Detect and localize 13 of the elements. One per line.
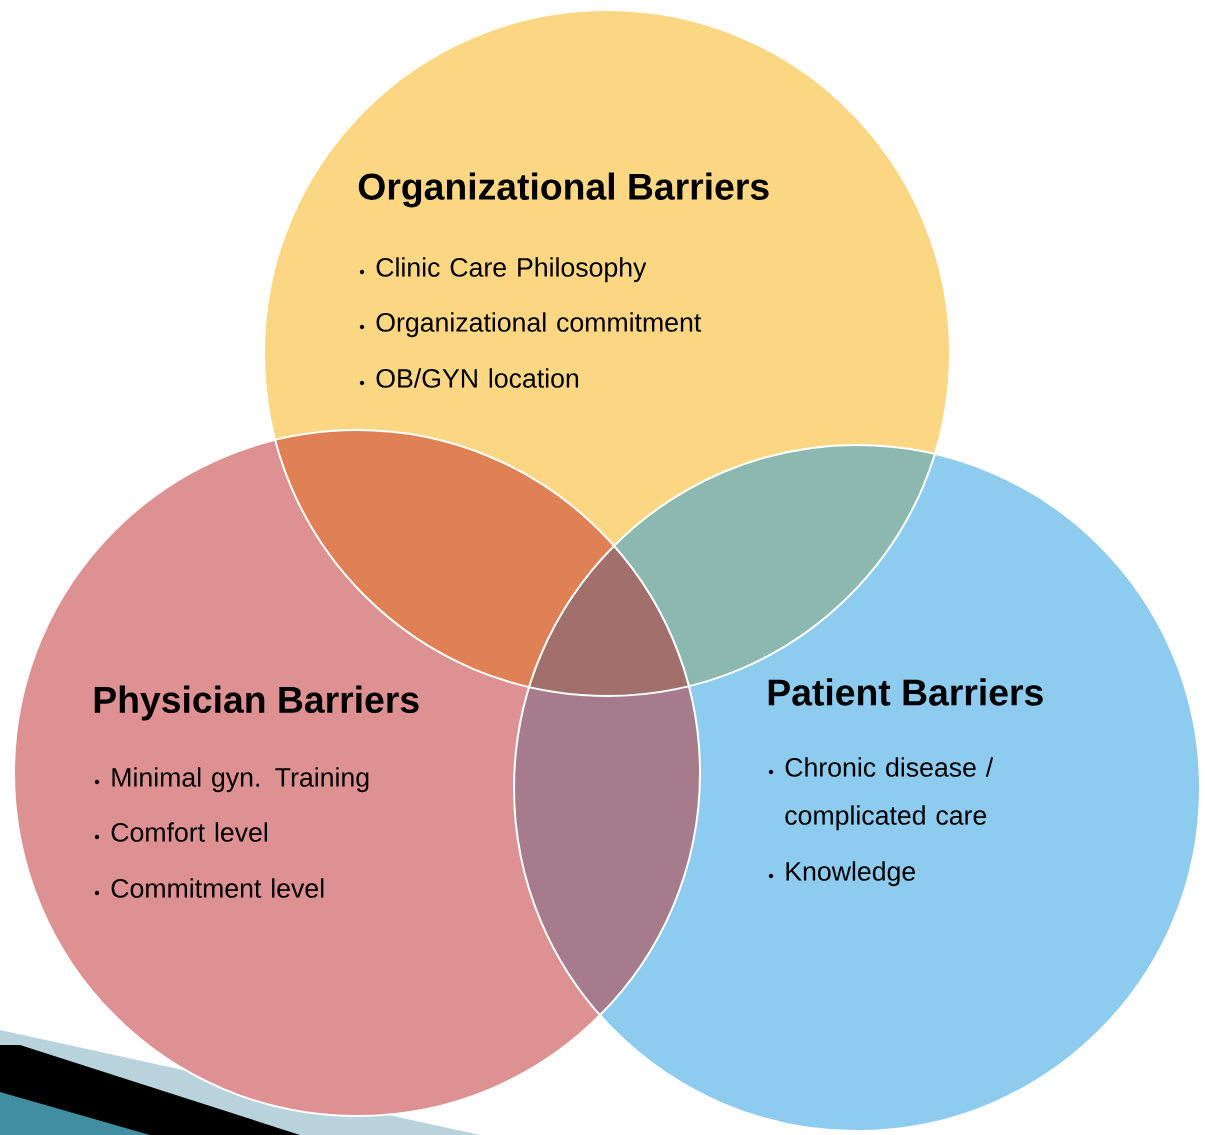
bullet-text: Organizational commitment [376,312,702,338]
venn-circle [513,444,1201,1132]
heading: Physician Barriers [94,685,419,721]
bullet-text: Chronic disease / complicated care [785,757,994,831]
bullet-text: Clinic Care Philosophy [376,257,647,283]
bullet-text: Knowledge [786,861,915,887]
venn-circle [13,429,701,1117]
heading: Organizational Barriers [358,172,769,208]
bullet-text: OB/GYN location [376,368,579,388]
bullet-text: Minimal gyn. Training [112,767,369,793]
heading: Patient Barriers [768,678,1043,706]
bullet-text: Comfort level [111,822,267,842]
bullet-text: Commitment level [111,878,324,898]
